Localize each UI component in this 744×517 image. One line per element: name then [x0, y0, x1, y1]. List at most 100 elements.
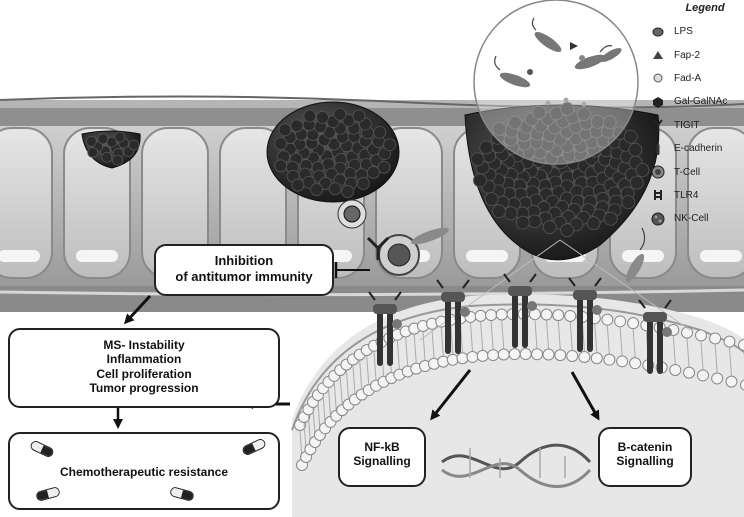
tumor-cell [603, 211, 618, 226]
lipid-tail [366, 356, 370, 385]
tlr4-icon [638, 299, 672, 374]
lipid-tail [359, 360, 363, 389]
phospholipid [446, 353, 459, 366]
phospholipid [683, 366, 696, 379]
capsule-icon [241, 437, 267, 457]
legend-item: TLR4 [648, 184, 744, 207]
tumor-cell [621, 195, 636, 210]
chemo-resistance-box: Chemotherapeutic resistance [8, 432, 280, 510]
phospholipid [723, 335, 736, 348]
fap2-icon [648, 48, 668, 62]
chemo-resistance-label: Chemotherapeutic resistance [59, 465, 229, 479]
bcatenin-signalling-box: B-catenin Signalling [598, 427, 692, 487]
phospholipid [519, 348, 532, 361]
phospholipid [697, 369, 710, 382]
tumor-cell [479, 140, 494, 155]
tumor-cell [352, 109, 366, 123]
epithelial-cell-highlight [76, 250, 118, 262]
tumor-cell [542, 220, 557, 235]
phospholipid [474, 309, 487, 322]
tumor-cell [97, 133, 109, 145]
tumor-cell [101, 151, 113, 163]
tumor-cell [532, 105, 547, 120]
phospholipid [540, 308, 553, 321]
phospholipid [629, 357, 642, 370]
lipid-tail [714, 344, 718, 373]
bacterium-icon [411, 227, 646, 283]
legend-item-label: TLR4 [674, 189, 699, 201]
legend-item: Gal-GalNAc [648, 90, 744, 113]
tumor-cell [303, 109, 317, 123]
phospholipid [508, 348, 521, 361]
phospholipid [552, 309, 565, 322]
lipid-tail [339, 376, 343, 405]
phospholipid [590, 352, 603, 365]
lipid-tail [686, 338, 690, 367]
capsule-icon [35, 486, 61, 502]
tumor-cell [492, 122, 507, 136]
epithelial-cells [0, 127, 744, 279]
tumor-cell [576, 107, 591, 122]
phospholipid [725, 375, 738, 388]
zoom-lens [419, 0, 691, 341]
tumor-cell [290, 119, 304, 133]
phospholipid [616, 355, 629, 368]
capsule-icon [169, 486, 195, 502]
legend-item-label: E-cadherin [674, 143, 723, 155]
phospholipid [681, 326, 694, 339]
phospholipid [669, 363, 682, 376]
phospholipid [485, 309, 498, 322]
fada-icon [648, 71, 668, 85]
lipid-tail [557, 321, 561, 350]
dna-icon [441, 443, 592, 488]
lipid-tail [352, 365, 356, 394]
legend-item-label: Fad-A [674, 72, 702, 84]
tumor-cell [112, 154, 123, 166]
tumor-cell [278, 123, 292, 137]
legend-item-label: T-Cell [674, 166, 701, 178]
tumor-cell [586, 216, 601, 231]
tumor-cell [383, 138, 396, 152]
tumor-cell [508, 115, 522, 130]
tumor-cell [484, 192, 499, 207]
lipid-tail [405, 337, 409, 366]
outcome-tumor-progression: Tumor progression [89, 381, 199, 396]
phospholipid [554, 349, 567, 362]
bcatenin-line2: Signalling [616, 454, 674, 469]
e-cadherin-icon [648, 142, 668, 156]
capsule-icon [29, 439, 55, 459]
lipid-tail [322, 394, 326, 423]
lipid-tail [480, 321, 484, 350]
tumor-cell [274, 137, 288, 151]
lipid-tail [490, 321, 494, 350]
bacterium-icon [494, 17, 622, 107]
lipid-tail [728, 347, 732, 376]
tumor-cell [291, 178, 305, 192]
tigit-icon [366, 236, 390, 260]
phospholipid [601, 313, 614, 326]
legend-item-label: TIGIT [674, 119, 700, 131]
tumor-cell [623, 129, 638, 144]
outcome-ms-instability: MS- Instability [103, 338, 185, 352]
lipid-tail [328, 387, 332, 416]
inhibition-line2: of antitumor immunity [175, 268, 313, 284]
lipid-tail [546, 320, 550, 349]
lipid-tail [632, 329, 636, 358]
tumor-cell [492, 204, 506, 219]
epithelial-cell-highlight [0, 250, 40, 262]
tumor-cell [85, 135, 97, 147]
legend-item-label: NK-Cell [674, 213, 709, 225]
legend-item: TIGIT [648, 114, 744, 137]
epithelial-cell [0, 127, 53, 279]
tumor-cell [366, 166, 380, 179]
phospholipid [564, 309, 577, 322]
tumor-cell [560, 102, 575, 116]
legend-item: Fad-A [648, 67, 744, 90]
phospholipid [578, 350, 591, 363]
lipid-tail [413, 334, 417, 363]
lipid-tail [534, 320, 538, 349]
legend-title: Legend [685, 2, 725, 14]
tumor-cell [316, 111, 329, 124]
tumor-cell [328, 182, 342, 196]
